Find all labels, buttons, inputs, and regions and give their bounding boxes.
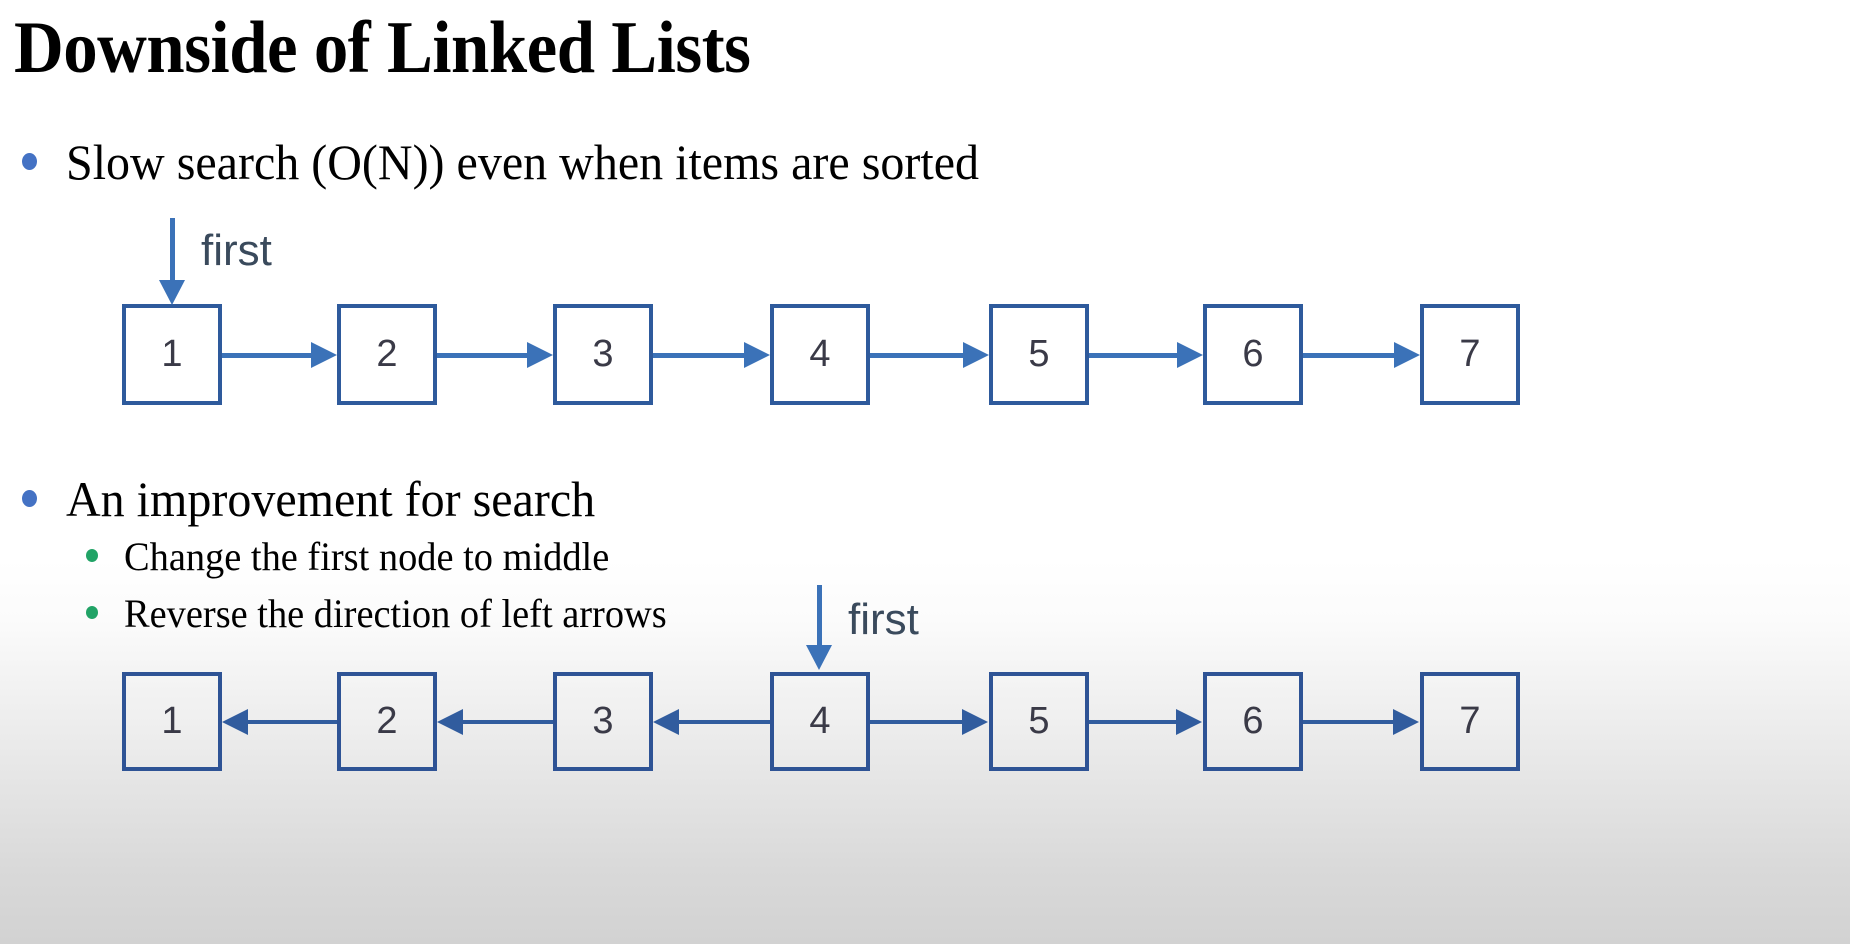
arrowhead-right-5-6 [1177, 342, 1203, 368]
node-value: 7 [1459, 333, 1481, 375]
first-arrow-stem [817, 585, 822, 650]
node-4: 4 [770, 672, 870, 771]
link-1-to-2 [222, 353, 312, 358]
node-1: 1 [122, 304, 222, 405]
node-value: 2 [376, 700, 398, 742]
node-value: 7 [1459, 700, 1481, 742]
link-6-to-7 [1303, 720, 1394, 724]
node-1: 1 [122, 672, 222, 771]
sub-bullet-label: Change the first node to middle [124, 534, 610, 579]
first-arrow-head-icon [159, 280, 185, 305]
arrowhead-right-2-3 [527, 342, 553, 368]
node-value: 6 [1242, 700, 1264, 742]
node-6: 6 [1203, 672, 1303, 771]
node-2: 2 [337, 672, 437, 771]
arrowhead-right-3-4 [744, 342, 770, 368]
first-label-bottom: first [848, 595, 919, 644]
page-title: Downside of Linked Lists [14, 7, 751, 89]
node-7: 7 [1420, 672, 1520, 771]
node-4: 4 [770, 304, 870, 405]
link-3-to-4 [653, 353, 745, 358]
sub-bullet-label: Reverse the direction of left arrows [124, 591, 667, 636]
node-3: 3 [553, 672, 653, 771]
link-2-to-3 [437, 353, 528, 358]
arrowhead-left-3-2 [437, 709, 463, 735]
node-5: 5 [989, 304, 1089, 405]
node-value: 3 [592, 333, 614, 375]
sub-bullet-dot-icon [86, 549, 98, 562]
node-5: 5 [989, 672, 1089, 771]
bullet-label: Slow search (O(N)) even when items are s… [66, 134, 980, 190]
bullet-label: An improvement for search [66, 471, 596, 527]
link-4-to-5 [870, 353, 964, 358]
linked-list-diagram-bottom: 1 2 3 4 5 6 7 [0, 672, 1850, 772]
arrowhead-right-6-7 [1394, 342, 1420, 368]
arrowhead-left-4-3 [653, 709, 679, 735]
node-value: 3 [592, 700, 614, 742]
first-label-top: first [201, 226, 272, 275]
node-3: 3 [553, 304, 653, 405]
node-value: 1 [161, 700, 183, 742]
arrowhead-right-5-6 [1176, 709, 1202, 735]
link-5-to-6 [1089, 720, 1177, 724]
link-2-to-1 [248, 720, 337, 724]
bullet-dot-icon [22, 153, 37, 170]
sub-bullet-item-change-first-node: Change the first node to middle [86, 534, 629, 580]
link-3-to-2 [463, 720, 553, 724]
link-4-to-5 [870, 720, 963, 724]
node-value: 2 [376, 333, 398, 375]
arrowhead-left-2-1 [222, 709, 248, 735]
sub-bullet-dot-icon [86, 606, 98, 619]
first-arrow-head-icon [806, 645, 832, 670]
node-7: 7 [1420, 304, 1520, 405]
node-value: 5 [1028, 700, 1050, 742]
sub-bullet-item-reverse-arrows: Reverse the direction of left arrows [86, 591, 689, 637]
link-5-to-6 [1089, 353, 1178, 358]
arrowhead-right-4-5 [962, 709, 988, 735]
first-arrow-stem [170, 218, 175, 286]
bullet-item-improvement: An improvement for search [22, 471, 617, 527]
node-value: 4 [809, 333, 831, 375]
arrowhead-right-6-7 [1393, 709, 1419, 735]
node-value: 4 [809, 700, 831, 742]
node-value: 6 [1242, 333, 1264, 375]
arrowhead-right-4-5 [963, 342, 989, 368]
bullet-item-slow-search: Slow search (O(N)) even when items are s… [22, 134, 1017, 190]
node-value: 1 [161, 333, 183, 375]
node-6: 6 [1203, 304, 1303, 405]
link-6-to-7 [1303, 353, 1395, 358]
node-value: 5 [1028, 333, 1050, 375]
node-2: 2 [337, 304, 437, 405]
link-4-to-3 [679, 720, 770, 724]
arrowhead-right-1-2 [311, 342, 337, 368]
bullet-dot-icon [22, 490, 37, 507]
linked-list-diagram-top: 1 2 3 4 5 6 7 [0, 304, 1850, 408]
